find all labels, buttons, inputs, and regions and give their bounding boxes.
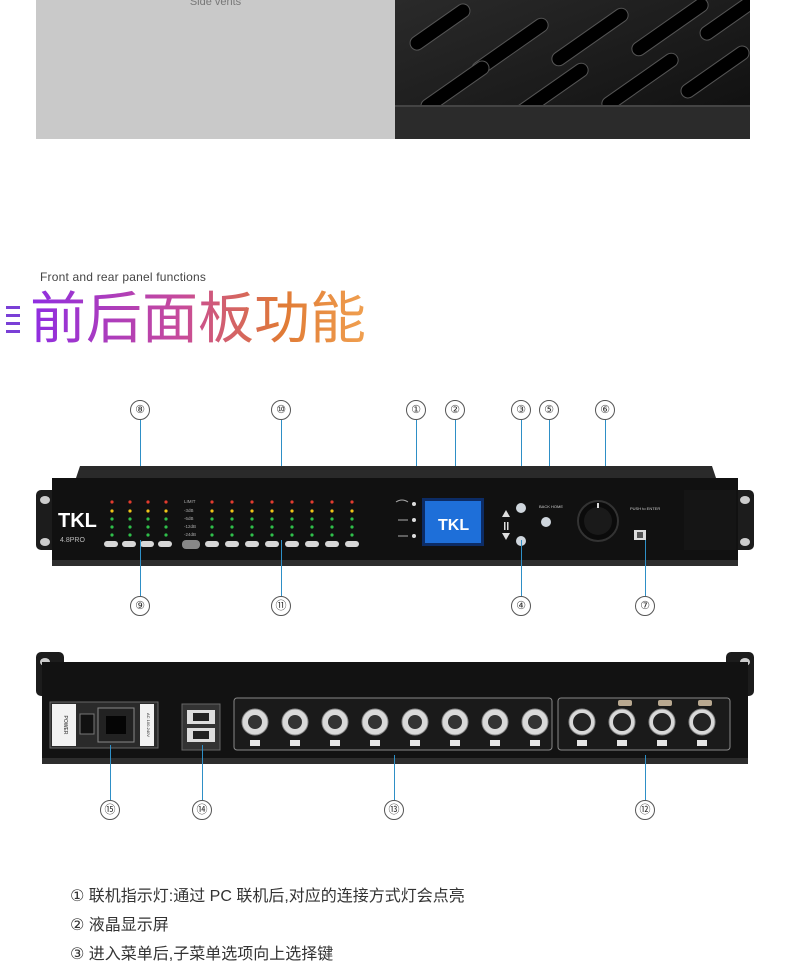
- callout-12: ⑫: [635, 800, 655, 820]
- back-home-label: BACK HOME: [539, 504, 563, 509]
- callout-3: ③: [511, 400, 531, 420]
- description-item: ③ 进入菜单后,子菜单选项向上选择键: [70, 946, 334, 963]
- rear-panel: POWER AC 100-240V: [36, 652, 754, 764]
- power-label: POWER: [62, 716, 68, 735]
- description-item: ① 联机指示灯:通过 PC 联机后,对应的连接方式灯会点亮: [70, 888, 465, 905]
- callout-1: ①: [406, 400, 426, 420]
- ac-label: AC 100-240V: [146, 713, 151, 737]
- section-heading: 前后面板功能: [30, 287, 366, 352]
- vent-slots-graphic: [395, 0, 750, 139]
- brand-logo: TKL: [58, 510, 97, 532]
- function-descriptions: ① 联机指示灯:通过 PC 联机后,对应的连接方式灯会点亮 ② 液晶显示屏 ③ …: [70, 882, 465, 969]
- section-subheading: Front and rear panel functions: [40, 270, 207, 284]
- callout-6: ⑥: [595, 400, 615, 420]
- callout-9: ⑨: [130, 596, 150, 616]
- callout-7: ⑦: [635, 596, 655, 616]
- callout-11: ⑪: [271, 596, 291, 616]
- callout-5: ⑤: [539, 400, 559, 420]
- front-panel: TKL 4.8PRO LIMIT -3dB -6dB -12dB -24dB: [36, 466, 754, 566]
- svg-text:-24dB: -24dB: [184, 532, 196, 537]
- push-enter-label: PUSH to ENTER: [630, 506, 660, 511]
- callout-8: ⑧: [130, 400, 150, 420]
- lcd-logo: TKL: [438, 517, 469, 534]
- output-meters: [205, 500, 359, 547]
- callout-14: ⑭: [192, 800, 212, 820]
- heading-bars-icon: [6, 306, 20, 333]
- input-meters: [104, 500, 172, 547]
- model-label: 4.8PRO: [60, 537, 85, 544]
- callout-13: ⑬: [384, 800, 404, 820]
- side-vents-photo: [36, 0, 395, 139]
- callout-4: ④: [511, 596, 531, 616]
- svg-text:-12dB: -12dB: [184, 524, 196, 529]
- side-vents-caption: Side vents: [189, 0, 242, 8]
- callout-10: ⑩: [271, 400, 291, 420]
- callout-15: ⑮: [100, 800, 120, 820]
- svg-text:-3dB: -3dB: [184, 508, 194, 513]
- callout-2: ②: [445, 400, 465, 420]
- svg-text:-6dB: -6dB: [184, 516, 194, 521]
- svg-text:LIMIT: LIMIT: [184, 499, 196, 504]
- vent-closeup-photo: [395, 0, 750, 139]
- description-item: ② 液晶显示屏: [70, 917, 169, 934]
